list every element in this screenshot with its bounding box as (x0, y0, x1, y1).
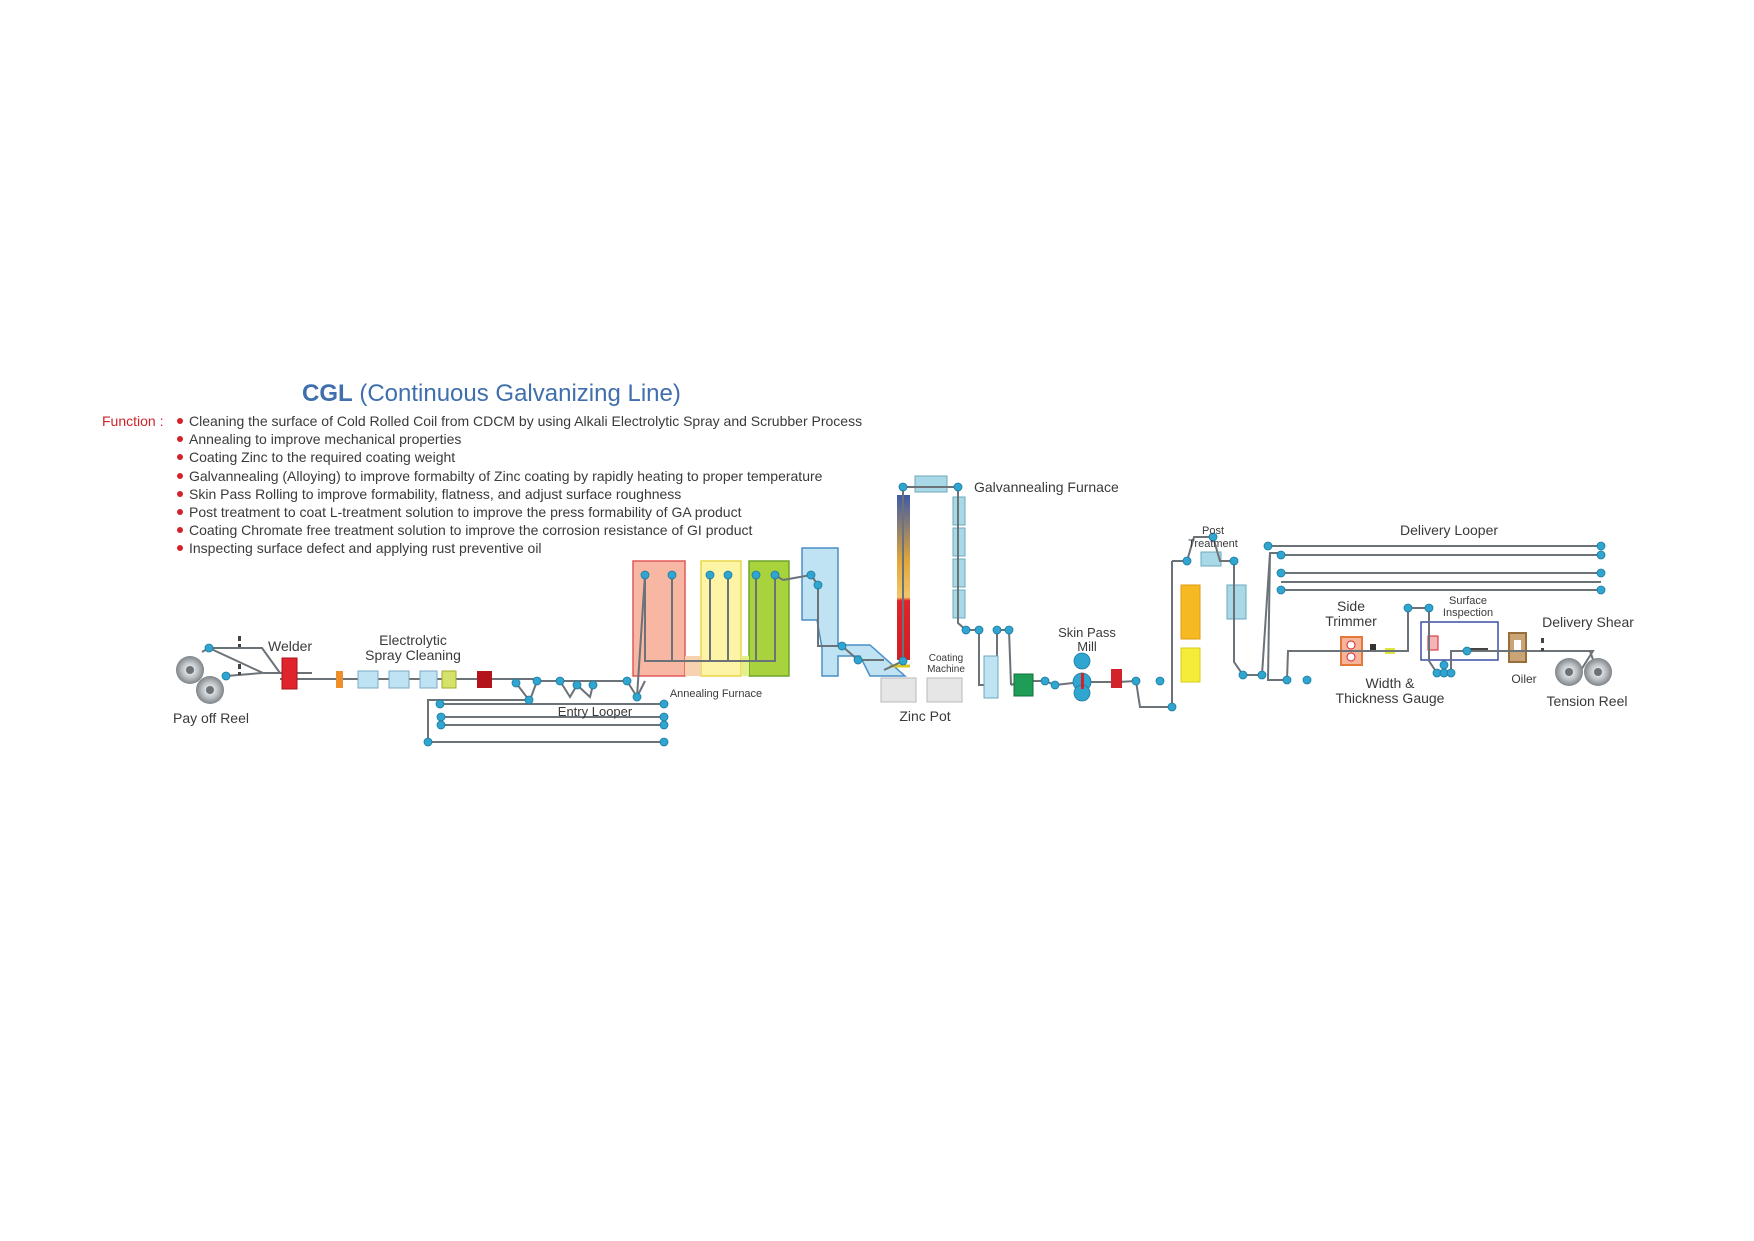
label-skin-pass-2: Mill (1077, 639, 1097, 654)
label-annealing-furnace: Annealing Furnace (670, 688, 762, 700)
pay-off-reel (176, 656, 224, 704)
function-item: Galvannealing (Alloying) to improve form… (176, 467, 862, 485)
function-item: Cleaning the surface of Cold Rolled Coil… (176, 412, 862, 430)
label-coating-machine-1: Coating (929, 653, 963, 664)
function-item: Coating Zinc to the required coating wei… (176, 448, 862, 466)
label-delivery-shear: Delivery Shear (1542, 614, 1634, 630)
label-electrolytic-2: Spray Cleaning (365, 647, 461, 663)
label-surface-inspection-2: Inspection (1443, 607, 1493, 619)
label-post-treatment-2: Treatment (1188, 538, 1238, 550)
zinc-pot (880, 664, 963, 703)
page-title: CGL (Continuous Galvanizing Line) (302, 380, 681, 408)
galvannealing-furnace (897, 475, 966, 660)
label-electrolytic-1: Electrolytic (379, 632, 447, 648)
function-item: Coating Chromate free treatment solution… (176, 521, 862, 539)
label-delivery-looper: Delivery Looper (1400, 522, 1498, 538)
label-skin-pass-1: Skin Pass (1058, 625, 1116, 640)
function-label: Function : (102, 413, 164, 429)
label-welder: Welder (268, 638, 312, 654)
oiler (1508, 632, 1527, 663)
label-width-gauge-1: Width & (1365, 675, 1415, 691)
label-width-gauge-2: Thickness Gauge (1336, 690, 1445, 706)
post-treatment (1180, 551, 1247, 683)
function-item: Annealing to improve mechanical properti… (176, 430, 862, 448)
skin-pass-mill (1013, 669, 1122, 697)
welder (281, 657, 298, 690)
title-bold: CGL (302, 380, 353, 407)
title-rest: (Continuous Galvanizing Line) (352, 380, 681, 407)
label-zinc-pot: Zinc Pot (899, 708, 950, 724)
label-post-treatment-1: Post (1202, 525, 1224, 537)
label-side-trimmer-2: Trimmer (1325, 613, 1377, 629)
function-list: Cleaning the surface of Cold Rolled Coil… (176, 412, 862, 558)
label-galvannealing-furnace: Galvannealing Furnace (974, 479, 1119, 495)
label-pay-off-reel: Pay off Reel (173, 710, 249, 726)
small-vertical-tower (983, 655, 999, 699)
label-tension-reel: Tension Reel (1547, 693, 1628, 709)
label-oiler: Oiler (1511, 672, 1536, 686)
shear-marks (238, 636, 1544, 675)
label-coating-machine-2: Machine (927, 664, 965, 675)
function-item: Post treatment to coat L-treatment solut… (176, 503, 862, 521)
label-entry-looper: Entry Looper (558, 704, 633, 719)
label-side-trimmer-1: Side (1337, 598, 1365, 614)
label-surface-inspection-1: Surface (1449, 595, 1487, 607)
function-item: Inspecting surface defect and applying r… (176, 539, 862, 557)
tension-reel (1555, 658, 1612, 686)
electrolytic-spray-cleaning (336, 670, 492, 689)
function-item: Skin Pass Rolling to improve formability… (176, 485, 862, 503)
